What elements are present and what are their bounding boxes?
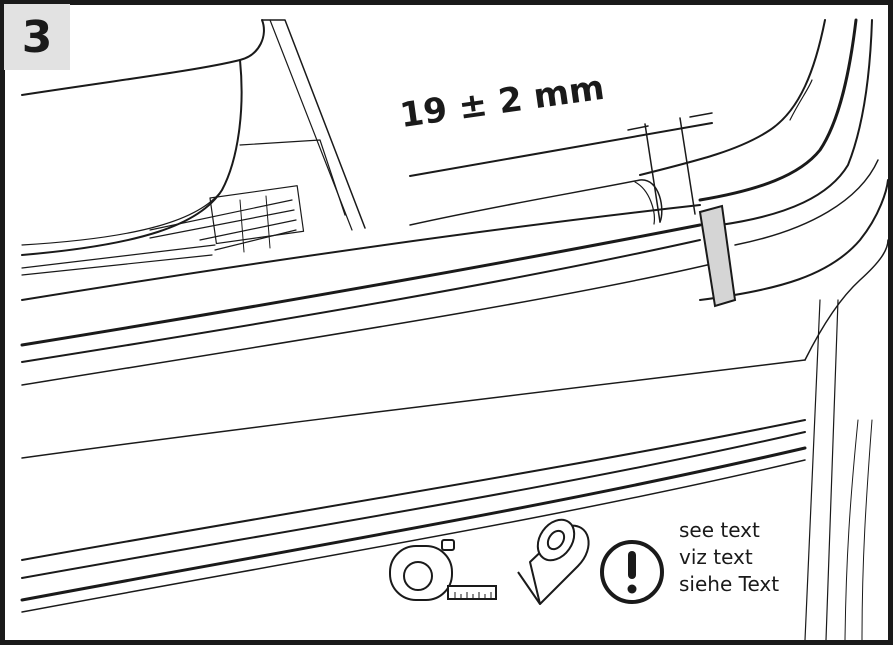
note-line-english: see text (679, 518, 760, 542)
tape-measure-icon (389, 539, 497, 601)
tape-roll-icon (517, 518, 590, 605)
exclamation-icon (600, 540, 664, 604)
door-frame-drawing (639, 18, 889, 641)
vehicle-interior-drawing (21, 19, 366, 276)
dimension-lines (409, 112, 713, 223)
note-text-block: see text viz text siehe Text (679, 517, 779, 598)
tape-strip (698, 204, 737, 308)
step-number-badge: 3 (4, 4, 70, 70)
door-sill-drawing (20, 179, 807, 613)
note-line-czech: viz text (679, 545, 753, 569)
note-line-german: siehe Text (679, 572, 780, 596)
